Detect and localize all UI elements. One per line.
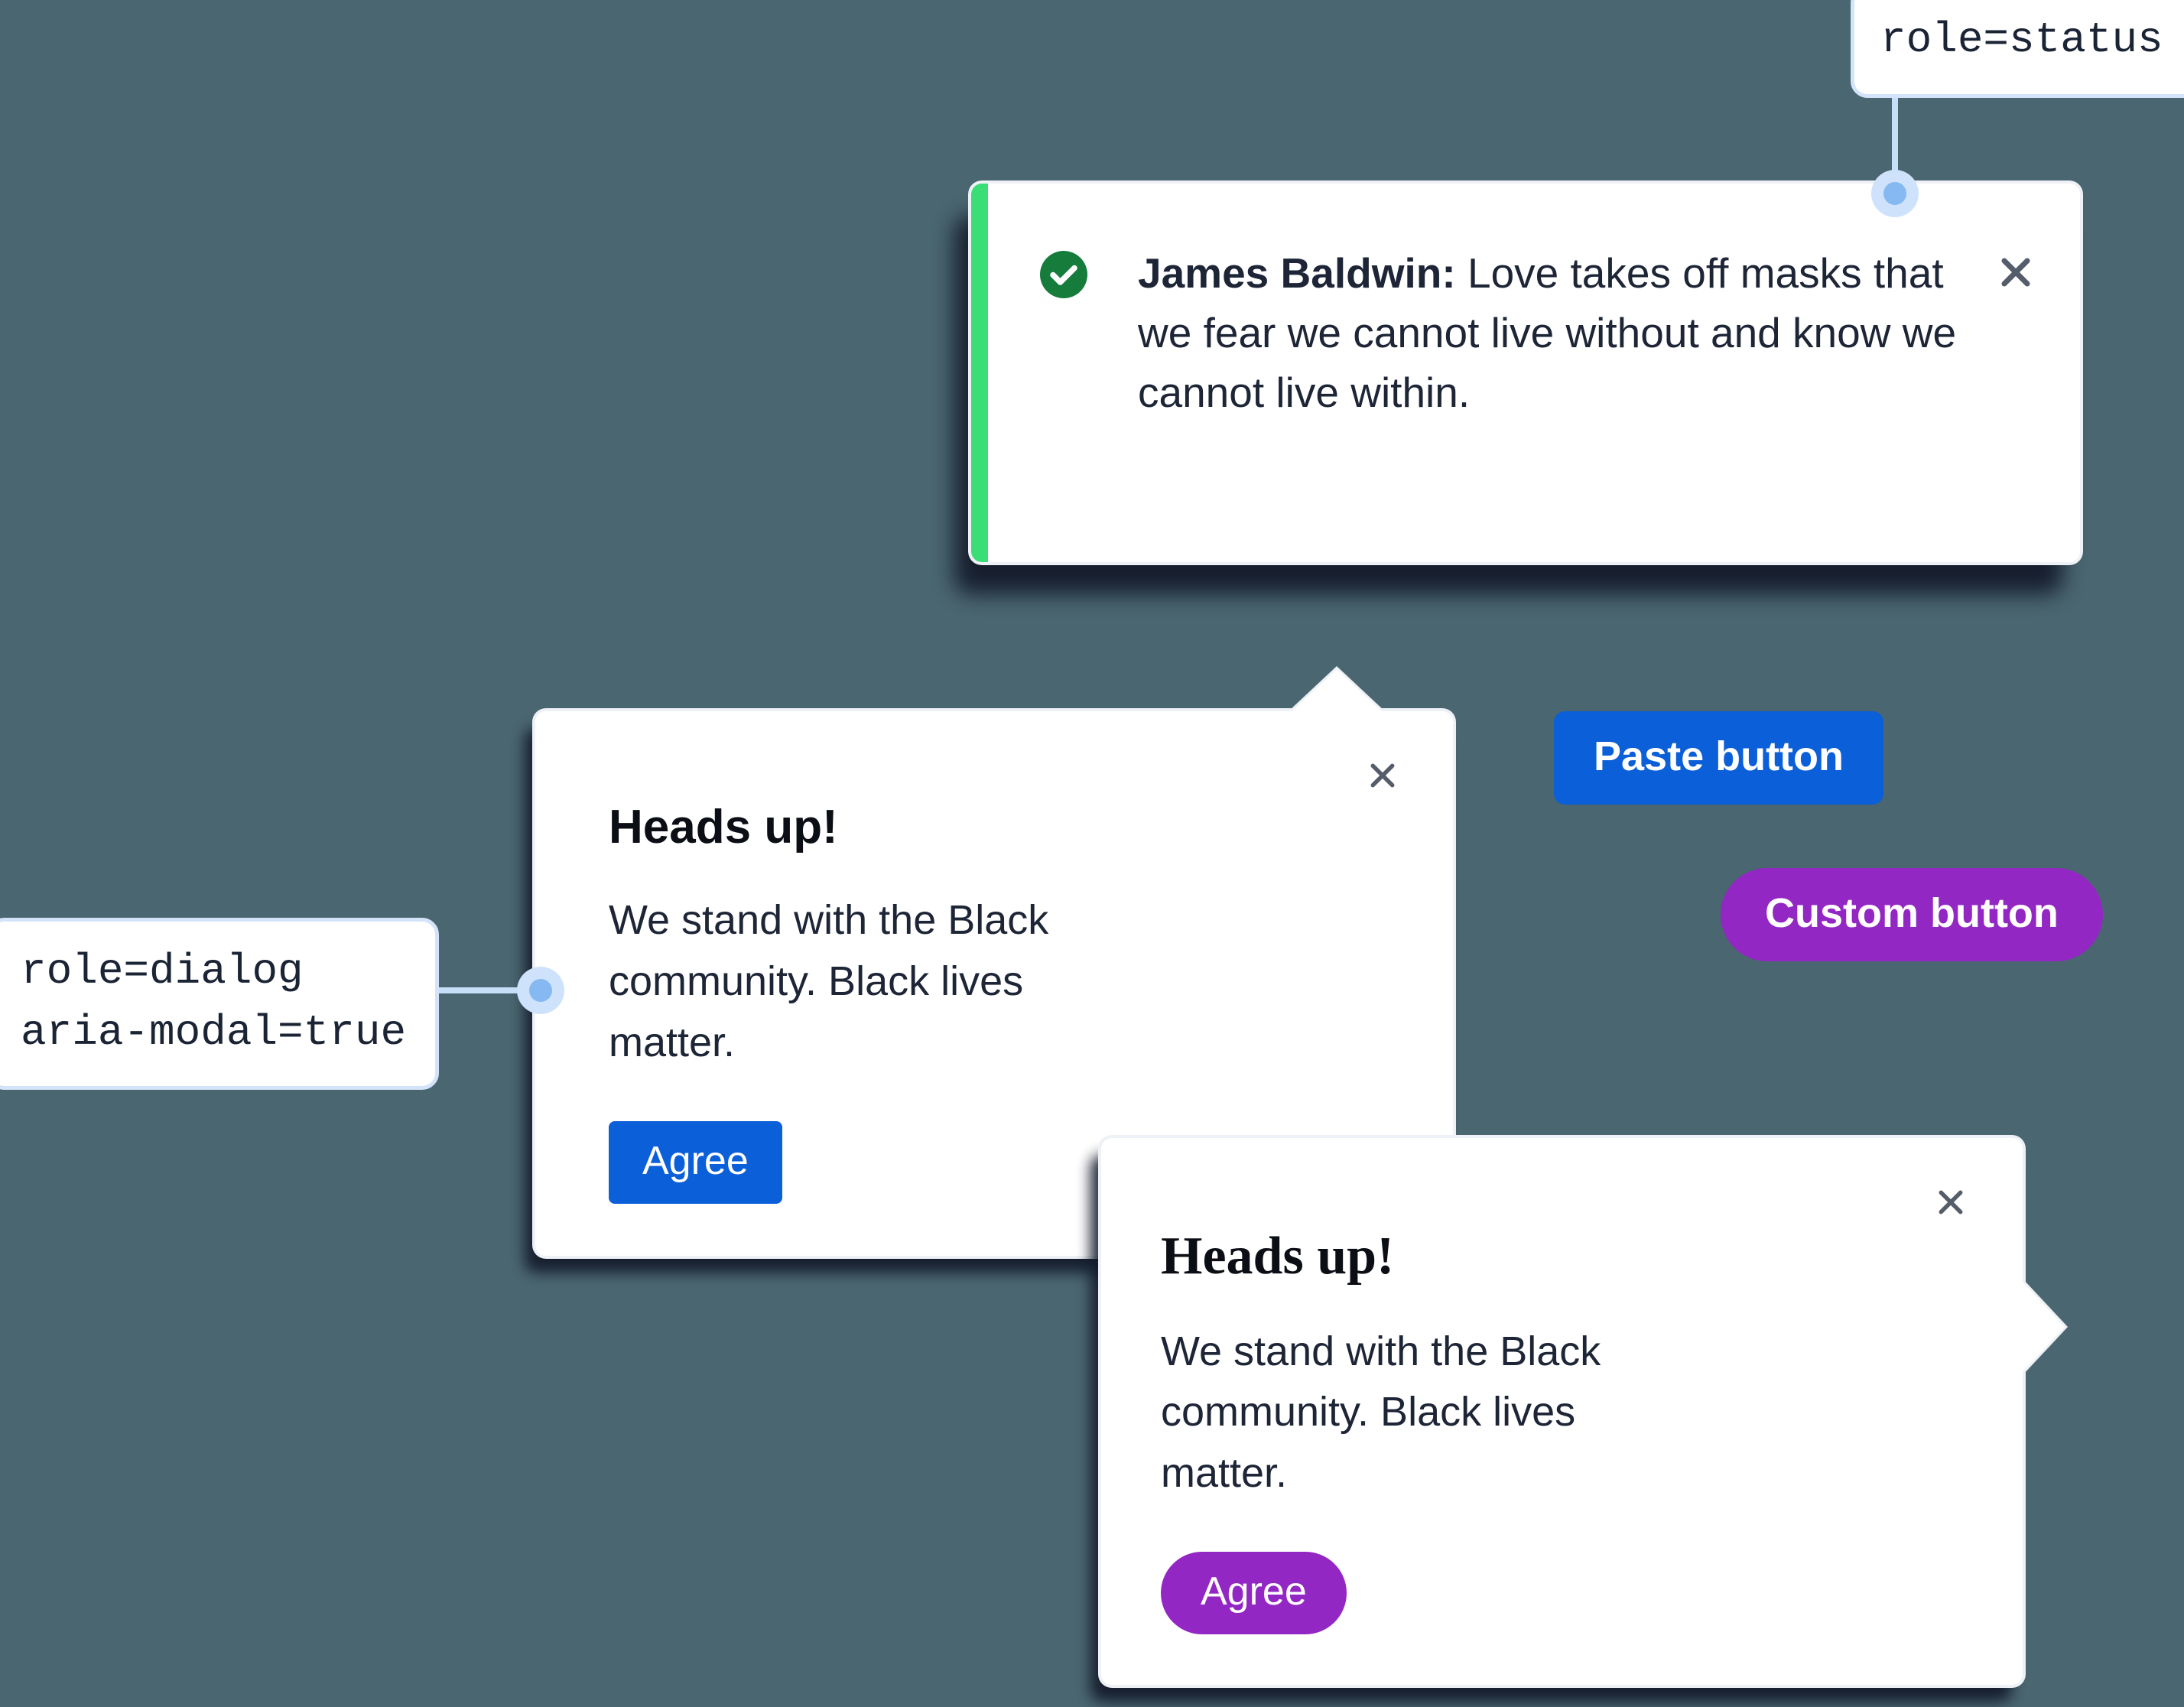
dialog-default: Heads up! We stand with the Black commun… — [525, 669, 1453, 1273]
dialog-default-close-button[interactable] — [1355, 748, 1410, 803]
toast-author: James Baldwin: — [1138, 249, 1456, 297]
dialog-default-content: Heads up! We stand with the Black commun… — [535, 711, 1453, 1256]
connector-line-status — [1892, 44, 1898, 196]
custom-button[interactable]: Custom button — [1721, 868, 2103, 961]
close-icon — [2001, 258, 2030, 287]
dialog-custom-body: We stand with the Black community. Black… — [1161, 1328, 1601, 1497]
annotation-role-status: role=status — [1851, 0, 2184, 98]
toast-message: James Baldwin: Love takes off masks that… — [1138, 243, 1988, 422]
dialog-custom-agree-button[interactable]: Agree — [1161, 1552, 1347, 1635]
dialog-custom-content: Heads up! We stand with the Black commun… — [1101, 1138, 2023, 1685]
connector-line-dialog — [428, 987, 555, 993]
dialog-default-title: Heads up! — [609, 801, 838, 854]
toast-card: James Baldwin: Love takes off masks that… — [971, 184, 2080, 562]
dialog-default-pointer — [1289, 669, 1384, 714]
connector-dot-dialog — [517, 967, 564, 1014]
dialog-default-body: We stand with the Black community. Black… — [609, 897, 1049, 1065]
dialog-custom-title: Heads up! — [1161, 1227, 1395, 1286]
paste-button[interactable]: Paste button — [1554, 711, 1884, 805]
close-icon — [1939, 1190, 1963, 1214]
dialog-custom-close-button[interactable] — [1923, 1175, 1978, 1230]
toast-notification: James Baldwin: Love takes off masks that… — [954, 184, 2080, 594]
dialog-custom: Heads up! We stand with the Black commun… — [1090, 1138, 2065, 1702]
toast-body: James Baldwin: Love takes off masks that… — [988, 184, 2080, 562]
toast-quote: Love takes off masks that we fear we can… — [1138, 249, 1957, 417]
toast-close-button[interactable] — [1988, 245, 2043, 300]
connector-dot-status — [1871, 170, 1919, 217]
annotation-role-dialog: role=dialog aria-modal=true — [0, 918, 439, 1091]
close-icon — [1370, 763, 1395, 788]
toast-accent-bar — [971, 184, 988, 562]
dialog-default-agree-button[interactable]: Agree — [609, 1120, 782, 1204]
check-circle-icon — [1040, 251, 1087, 298]
dialog-custom-pointer — [2020, 1279, 2065, 1374]
